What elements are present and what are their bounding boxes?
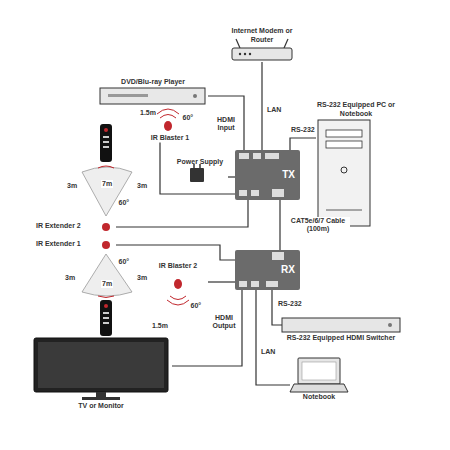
tx-unit-body <box>235 150 300 200</box>
node-label: TV or Monitor <box>30 402 172 410</box>
cable-label: HDMI Output <box>208 314 240 331</box>
remote-control-top <box>100 124 112 162</box>
ir-blaster-node: IR Blaster 2 <box>148 262 208 300</box>
distance-label: 3m <box>66 182 78 190</box>
node-label: TX <box>282 169 295 181</box>
rx-unit: RX <box>235 250 300 290</box>
pc-tower-icon <box>318 120 370 226</box>
distance-label: 7m <box>101 180 113 188</box>
node-label: RS-232 Equipped HDMI Switcher <box>282 334 400 342</box>
tx-unit: TX <box>235 150 300 200</box>
cable-connector <box>290 138 316 150</box>
router-node: Internet Modem or Router <box>220 27 304 62</box>
power-adapter-icon <box>190 164 204 182</box>
node-label: IR Blaster 2 <box>148 262 208 270</box>
distance-label: 60° <box>118 258 131 266</box>
distance-label: 60° <box>190 302 203 310</box>
display-node: TV or Monitor <box>30 336 172 410</box>
node-label: IR Extender 2 <box>36 222 96 230</box>
cable-label: CAT5e/6/7 Cable (100m) <box>286 217 350 234</box>
ir-range-cone-top <box>82 166 132 231</box>
cable-connector <box>116 200 248 227</box>
cable-label: HDMI Input <box>210 116 242 133</box>
distance-label: 3m <box>136 274 148 282</box>
pc-node: RS-232 Equipped PC or Notebook <box>316 101 396 228</box>
cable-connector <box>172 290 242 366</box>
hdmi-switcher-icon <box>282 318 400 332</box>
tv-icon <box>34 338 168 400</box>
cable-label: RS-232 <box>277 300 303 308</box>
cable-connector <box>160 142 235 194</box>
cable-label: RS-232 <box>290 126 316 134</box>
distance-label: 1.5m <box>139 109 157 117</box>
laptop-icon <box>290 358 348 392</box>
cable-connector <box>279 200 280 250</box>
node-label: Notebook <box>290 393 348 401</box>
distance-label: 60° <box>118 199 131 207</box>
node-label: IR Blaster 1 <box>140 134 200 142</box>
node-label: IR Extender 1 <box>36 240 96 248</box>
distance-label: 60° <box>182 114 195 122</box>
switcher-node: RS-232 Equipped HDMI Switcher <box>282 318 400 342</box>
cable-connector <box>228 176 235 177</box>
cable-connector <box>208 281 235 282</box>
source-node: DVD/Blu-ray Player <box>98 78 208 106</box>
ir-blaster-2-icon <box>167 279 189 305</box>
cable-connector <box>116 245 235 260</box>
node-label: Power Supply <box>172 158 228 166</box>
cable-label: LAN <box>260 348 276 356</box>
node-label: Internet Modem or Router <box>220 27 304 44</box>
ir-extender-node: IR Extender 2 <box>36 222 116 232</box>
distance-label: 3m <box>64 274 76 282</box>
dvd-player-icon <box>100 88 205 104</box>
ir-blaster-1-icon <box>157 109 179 131</box>
remote-control-bottom <box>100 300 112 336</box>
cable-label: LAN <box>266 106 282 114</box>
power-node: Power Supply <box>172 158 228 186</box>
node-label: DVD/Blu-ray Player <box>98 78 208 86</box>
cable-connector <box>261 62 262 150</box>
ir-extender-node: IR Extender 1 <box>36 240 116 250</box>
distance-label: 1.5m <box>151 322 169 330</box>
laptop-node: Notebook <box>290 356 348 401</box>
rx-unit-body <box>235 250 300 290</box>
distance-label: 3m <box>136 182 148 190</box>
node-label: RX <box>281 264 295 276</box>
node-label: RS-232 Equipped PC or Notebook <box>316 101 396 118</box>
ir-range-cone-bottom <box>82 241 132 298</box>
distance-label: 7m <box>101 280 113 288</box>
cable-connector <box>208 96 244 150</box>
